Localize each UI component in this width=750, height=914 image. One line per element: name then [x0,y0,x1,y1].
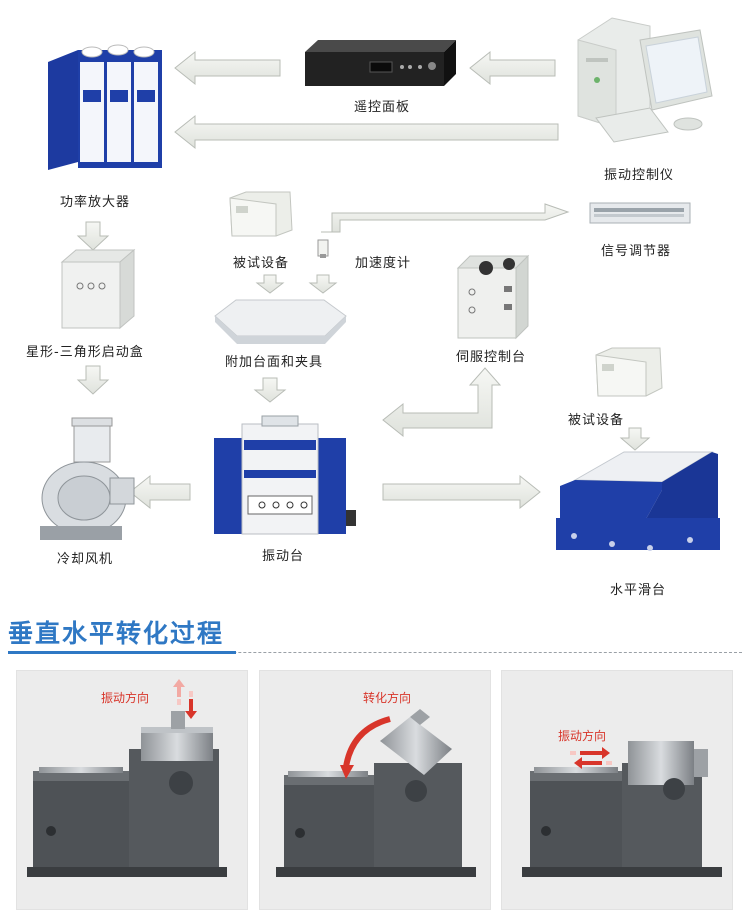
fixture-image [214,299,347,344]
panel-1-caption: 振动方向 [101,691,150,705]
arrow-shaker-to-fan [129,474,191,510]
arrow-shaker-to-servo [382,367,502,438]
arrow-amplifier-to-starter [76,221,110,251]
section-title: 垂直水平转化过程 [8,619,225,648]
machine-horizontal-image [522,741,722,877]
label-shaker: 振动台 [262,549,305,564]
label-remote-panel: 遥控面板 [354,100,411,115]
arrow-testdevice-down [255,274,285,294]
machine-rotation-image [276,709,476,877]
label-slip-table: 水平滑台 [610,583,667,598]
arrow-controller-to-panel [469,50,556,86]
horizontal-vibration-arrow-icon [570,747,612,769]
slip-table-image [556,451,720,551]
label-accelerometer: 加速度计 [355,256,412,271]
power-amplifier-image [48,44,162,170]
process-panel-horizontal: 振动方向 [501,670,733,910]
arrow-testdevice2-down [619,427,651,451]
vibration-controller-image [577,17,713,143]
starter-box-image [60,248,136,330]
arrow-panel-to-amplifier [174,50,281,86]
test-device-1-image [229,191,293,237]
label-cooling-fan: 冷却风机 [57,552,114,567]
flow-arrows [76,50,651,510]
label-signal-conditioner: 信号调节器 [601,244,672,259]
process-panel-rotation: 转化方向 [259,670,491,910]
label-test-device-1: 被试设备 [233,256,290,271]
servo-console-image [456,254,530,340]
label-test-device-2: 被试设备 [568,413,625,428]
panel-2-caption: 转化方向 [363,691,412,705]
label-power-amplifier: 功率放大器 [60,195,131,210]
section-title-underline [8,651,236,654]
process-panel-vertical: 振动方向 [16,670,248,910]
label-servo-console: 伺服控制台 [456,350,527,365]
test-device-2-image [595,347,663,397]
shaker-image [214,415,356,535]
label-fixture: 附加台面和夹具 [225,355,324,370]
machine-vertical-image [27,711,227,877]
label-starter-box: 星形-三角形启动盒 [26,345,144,360]
arrow-fixture-to-shaker [253,377,287,403]
cooling-fan-image [40,417,135,540]
panel-3-caption: 振动方向 [558,729,607,743]
signal-conditioner-image [589,202,691,224]
section-divider [8,652,742,653]
vertical-vibration-arrow-icon [173,679,197,719]
arrow-accel-to-conditioner [321,203,570,233]
arrow-controller-to-amplifier [174,114,559,150]
label-vibration-controller: 振动控制仪 [604,168,675,183]
arrow-starter-to-fan [76,365,110,395]
arrow-accel-down [308,274,338,294]
remote-panel-image [305,40,456,86]
accelerometer-image [317,239,329,258]
arrow-shaker-to-sliptable [382,474,541,510]
